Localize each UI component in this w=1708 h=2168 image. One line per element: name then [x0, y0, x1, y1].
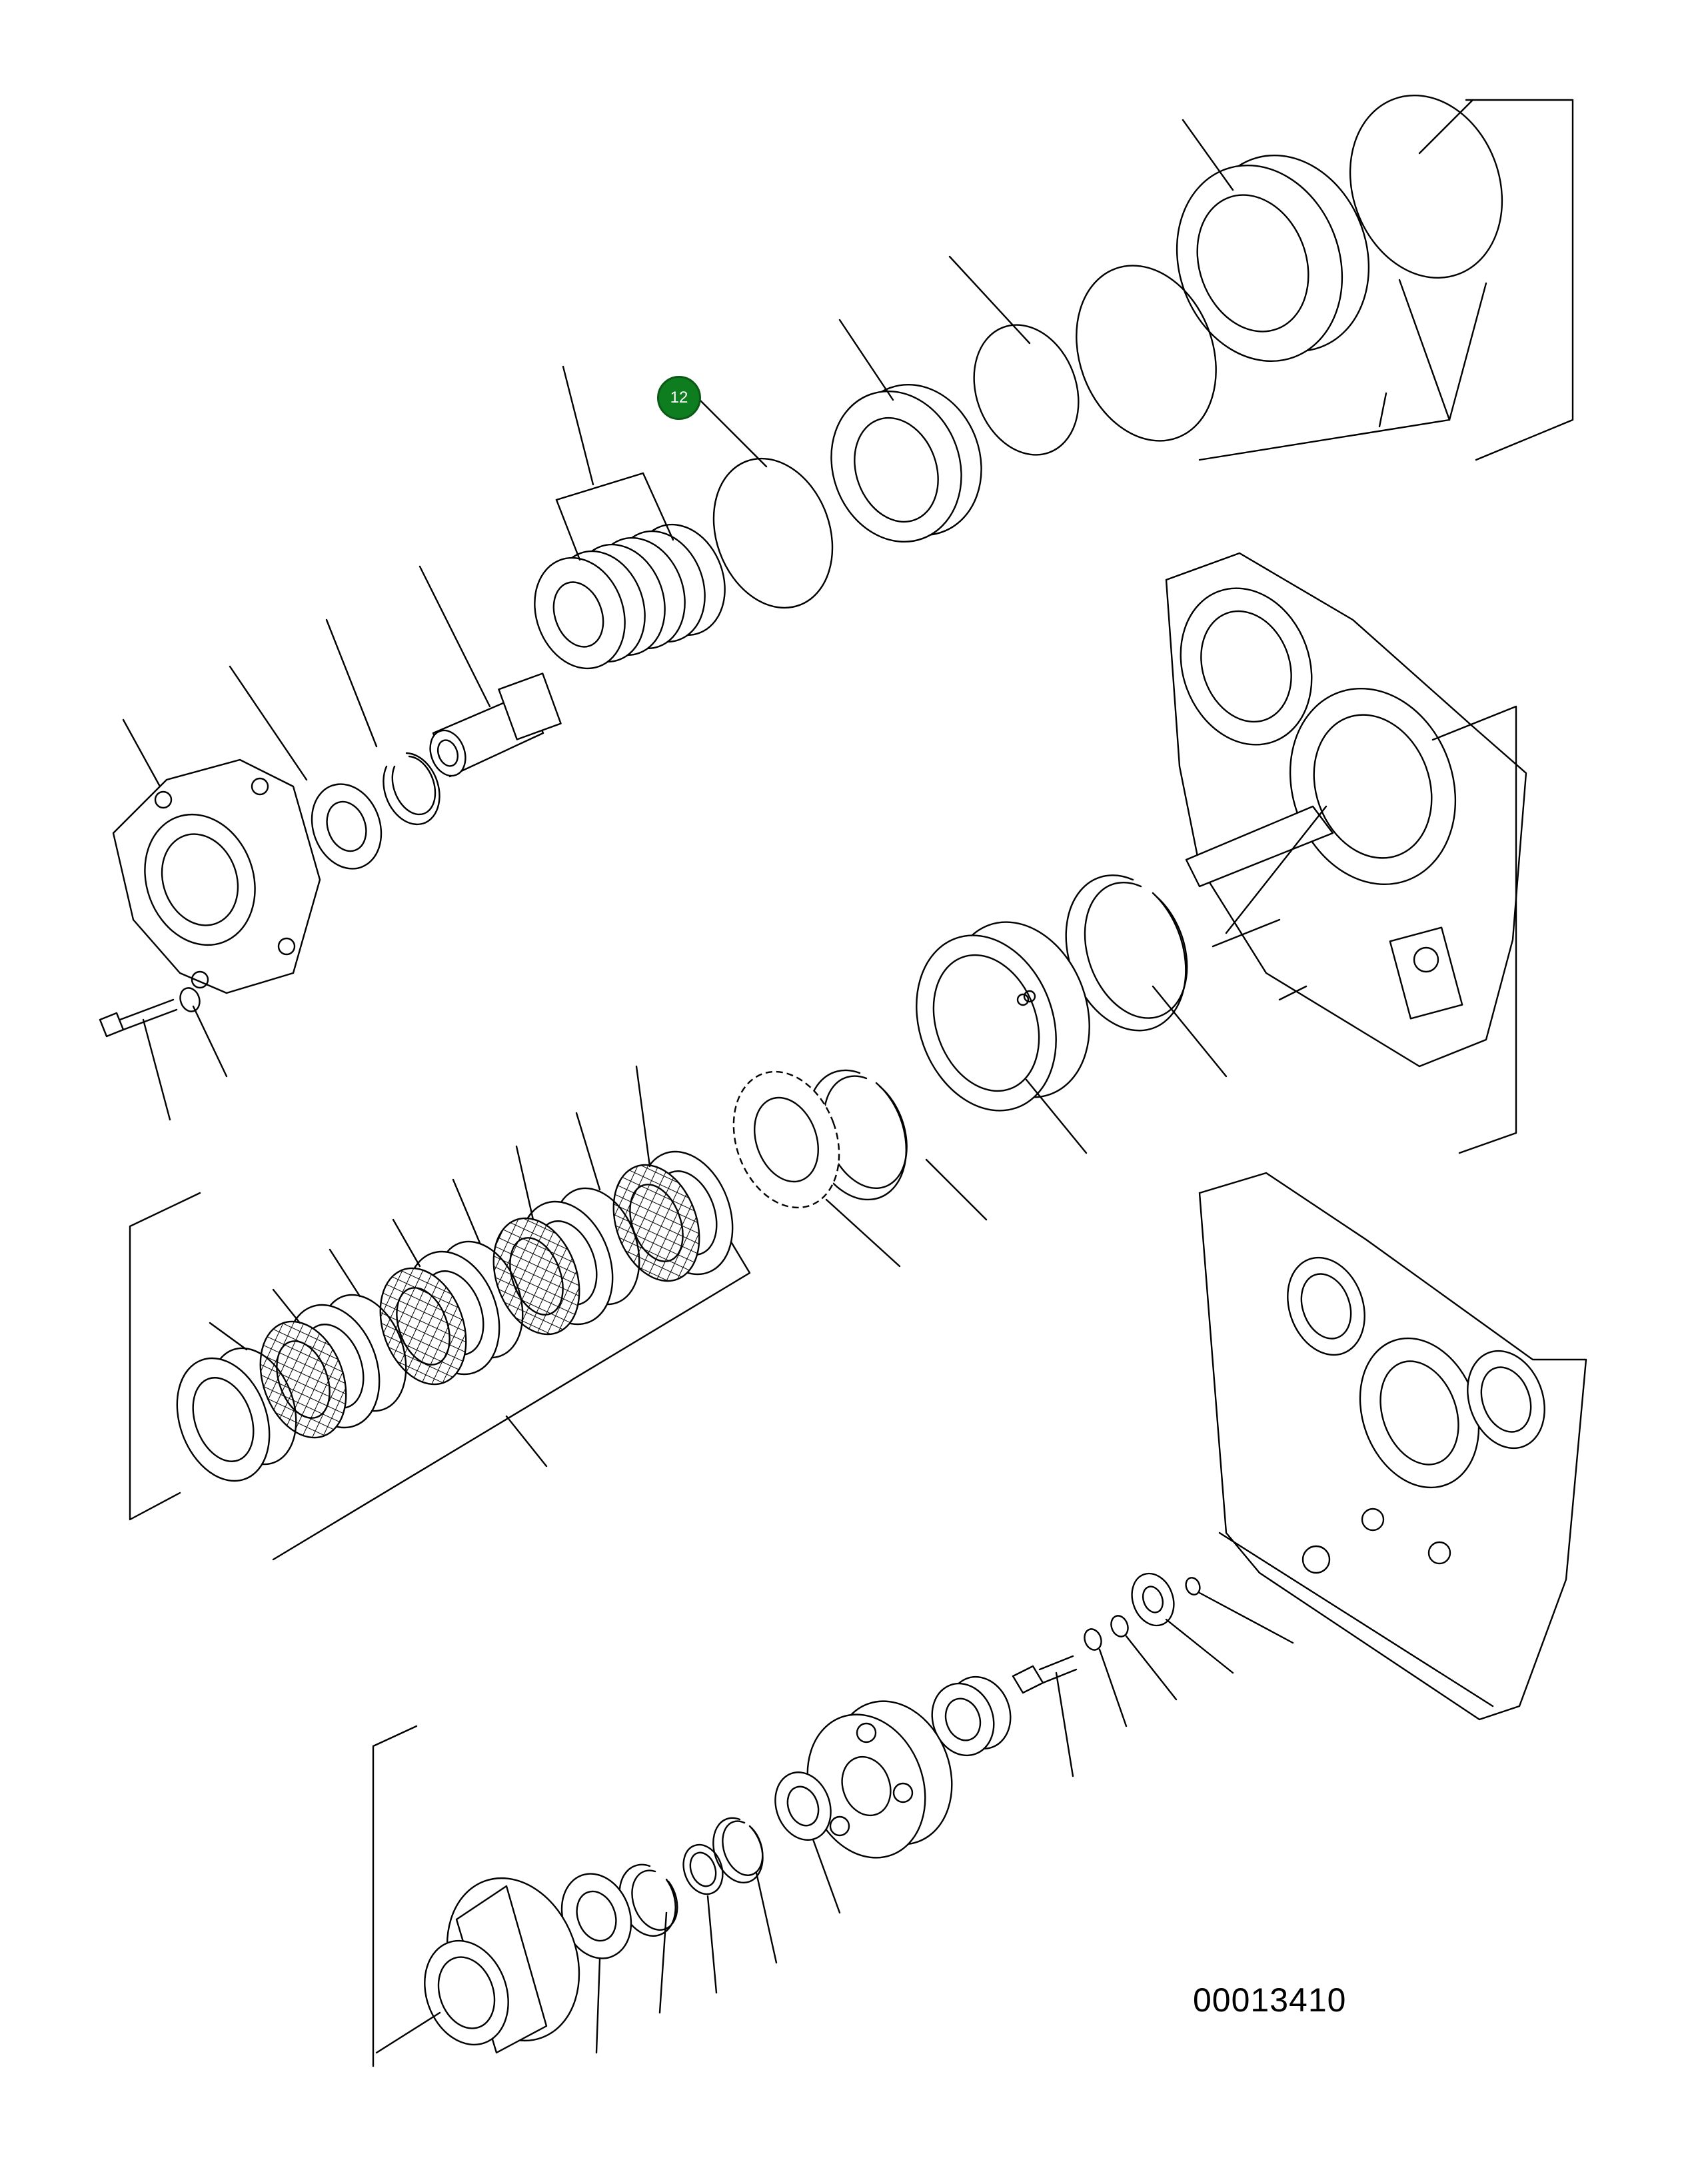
bearing-small	[774, 1771, 841, 1914]
snap-ring-bottom-left	[618, 1863, 678, 2014]
transmission-case-lower	[1198, 1172, 1587, 1721]
drawing-number: 00013410	[1193, 1981, 1347, 2019]
washer-small-b	[1084, 1628, 1128, 1727]
piston-left	[830, 319, 982, 543]
callout-marker-12[interactable]: 12	[657, 376, 701, 420]
o-ring-small	[948, 255, 1080, 456]
springs-group	[534, 365, 726, 670]
top-bracket	[1198, 99, 1574, 461]
bolt-middle	[1012, 1655, 1078, 1777]
bearing-left	[229, 665, 383, 870]
large-o-ring-outer	[1349, 94, 1503, 279]
o-ring-medium	[1076, 265, 1217, 442]
snap-ring-middle	[806, 1069, 988, 1221]
o-ring-callout-12	[692, 392, 834, 609]
snap-ring-shaft	[325, 618, 440, 826]
bolt-left	[99, 998, 178, 1121]
plug-right	[1131, 1572, 1234, 1674]
clutch-pack	[129, 1065, 751, 1561]
snap-ring-bottom-right	[712, 1817, 778, 1964]
bottom-bracket	[372, 1725, 418, 2067]
transmission-case-upper	[1165, 552, 1527, 1154]
bearing-bottom	[560, 1873, 632, 2054]
cover-housing-left	[112, 718, 321, 994]
washer-bottom	[682, 1843, 724, 1994]
drum-ring	[916, 921, 1090, 1154]
toothed-plate	[732, 1070, 901, 1268]
washer-small-a	[1110, 1615, 1178, 1701]
washer-left	[179, 987, 228, 1078]
snap-ring-large	[1065, 874, 1228, 1078]
output-hub	[375, 1877, 580, 2054]
o-ring-plug	[1185, 1577, 1294, 1644]
planetary-carrier	[806, 1700, 953, 1859]
piston-housing-right	[1176, 119, 1370, 363]
needle-bearing	[931, 1675, 1012, 1757]
shaft	[419, 565, 562, 778]
